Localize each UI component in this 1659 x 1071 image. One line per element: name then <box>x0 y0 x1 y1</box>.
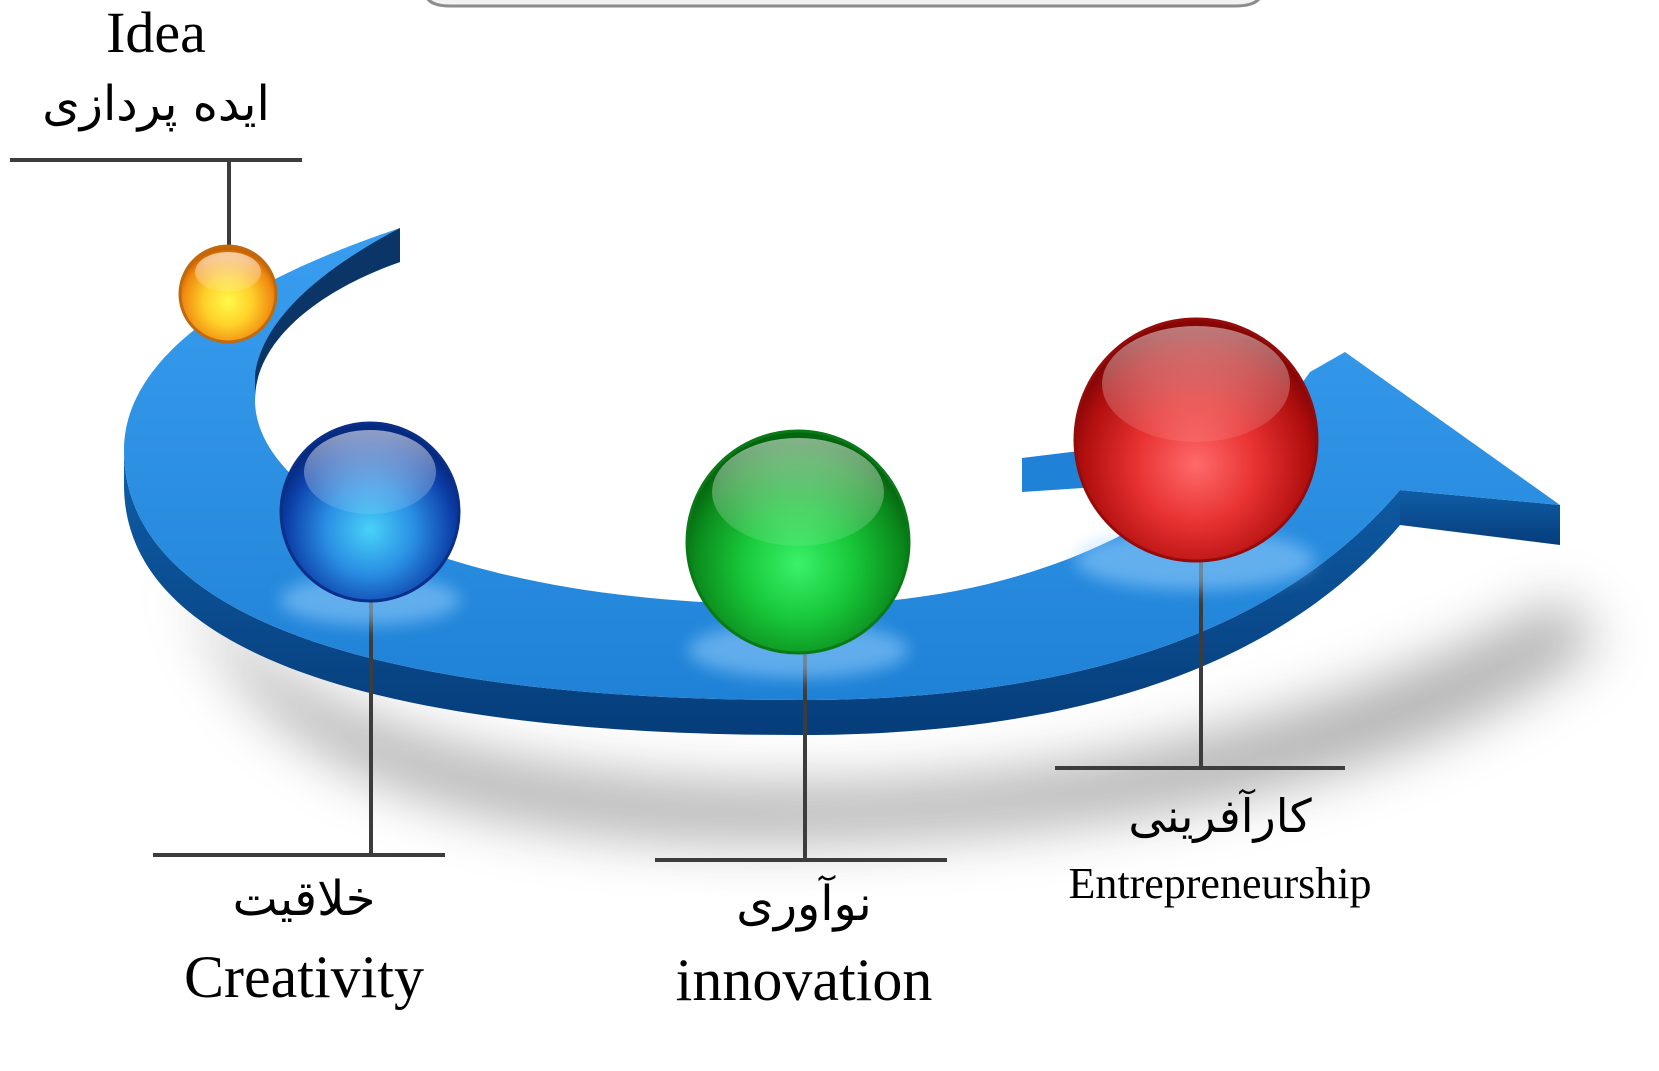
sphere-innovation <box>685 429 911 655</box>
sphere-idea <box>178 244 278 344</box>
creativity-label-en: Creativity <box>184 944 424 1010</box>
sphere-entrepreneurship <box>1073 317 1319 563</box>
innovation-label-en: innovation <box>676 947 933 1013</box>
arrowhead-side <box>1400 490 1560 545</box>
arrow-shadow <box>190 560 1600 841</box>
innovation-label-fa: نوآوری <box>736 874 871 932</box>
top-frame-box <box>426 0 1260 8</box>
idea-label-en: Idea <box>106 0 206 65</box>
entrepreneurship-label-fa: کارآفرینی <box>1128 789 1311 844</box>
sphere-creativity <box>279 421 461 603</box>
arrow-inner-edge <box>255 228 400 400</box>
creativity-label-fa: خلاقیت <box>233 871 376 927</box>
idea-label-fa: ایده پردازی <box>42 76 270 132</box>
connectors <box>10 158 1345 862</box>
entrepreneurship-label-en: Entrepreneurship <box>1069 859 1372 908</box>
